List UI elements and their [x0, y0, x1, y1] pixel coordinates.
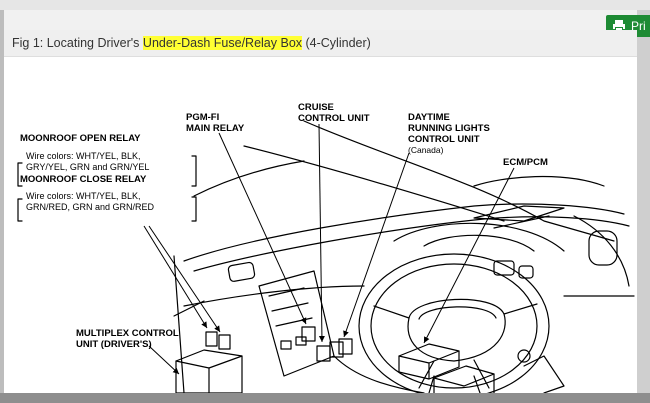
pgm-label-1: PGM-FI: [186, 112, 219, 123]
window-top-bar: [0, 0, 650, 10]
bottom-bar: [0, 393, 650, 403]
ecm-label: ECM/PCM: [503, 157, 548, 168]
pgm-label-2: MAIN RELAY: [186, 123, 245, 134]
cruise-label-2: CONTROL UNIT: [298, 113, 370, 124]
cruise-label-1: CRUISE: [298, 102, 334, 113]
moonroof-open-title: MOONROOF OPEN RELAY: [20, 133, 141, 144]
caption-prefix: Fig 1: Locating Driver's: [12, 36, 143, 50]
daytime-label-1: DAYTIME: [408, 112, 450, 123]
daytime-label-4: (Canada): [408, 145, 444, 155]
daytime-label-3: CONTROL UNIT: [408, 134, 480, 145]
multiplex-label-1: MULTIPLEX CONTROL: [76, 328, 179, 339]
figure-panel: Fig 1: Locating Driver's Under-Dash Fuse…: [4, 30, 637, 393]
moonroof-close-wires-2: GRN/RED, GRN and GRN/RED: [26, 202, 155, 212]
multiplex-label-2: UNIT (DRIVER'S): [76, 339, 152, 350]
caption-highlight: Under-Dash Fuse/Relay Box: [142, 36, 303, 50]
figure-caption: Fig 1: Locating Driver's Under-Dash Fuse…: [12, 36, 371, 50]
dashboard-diagram: MOONROOF OPEN RELAY MOONROOF CLOSE RELAY…: [17, 102, 635, 393]
moonroof-open-wires-2: GRY/YEL, GRN and GRN/YEL: [26, 162, 149, 172]
moonroof-close-wires-1: Wire colors: WHT/YEL, BLK,: [26, 191, 141, 201]
print-button[interactable]: Pri: [606, 15, 650, 37]
scrollbar-track[interactable]: [637, 10, 650, 393]
moonroof-open-wires-1: Wire colors: WHT/YEL, BLK,: [26, 151, 141, 161]
print-button-label: Pri: [631, 19, 646, 33]
caption-bar: Fig 1: Locating Driver's Under-Dash Fuse…: [4, 30, 637, 57]
caption-suffix: (4-Cylinder): [302, 36, 371, 50]
daytime-label-2: RUNNING LIGHTS: [408, 123, 490, 134]
left-border: [0, 10, 4, 393]
moonroof-close-title: MOONROOF CLOSE RELAY: [20, 174, 147, 185]
